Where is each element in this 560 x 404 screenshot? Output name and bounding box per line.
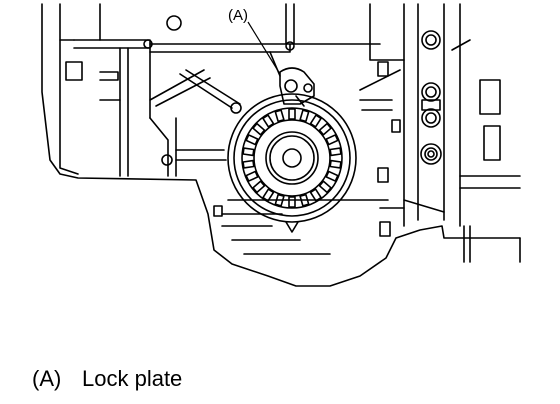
ring-notch [299,193,310,207]
ring-notch [242,159,255,169]
ring-notch [309,114,322,128]
legend-row: (A) Lock plate [32,366,182,392]
ring-notch [262,188,275,202]
ring-notch [318,180,332,194]
ring-notch [299,109,310,123]
ring-notch [325,170,339,182]
ring-notch [252,180,266,194]
ring-notch [242,147,255,157]
legend-text: Lock plate [82,366,183,391]
ring-notches [242,108,342,208]
ring-notch [309,188,322,202]
ring-notch [288,108,296,120]
ring-notch [245,134,259,146]
ring-notch [329,159,342,169]
ring-notch [329,147,342,157]
ring-notch [245,170,259,182]
ring-notch [274,193,285,207]
callout-label-a: (A) [228,7,248,24]
callout-leader [247,21,281,75]
legend-key: (A) [32,366,62,391]
ring-notch [318,122,332,136]
ring-notch [252,122,266,136]
ring-notch [288,196,296,208]
ring-notch [325,134,339,146]
ring-notch [262,114,275,128]
lock-plate [279,67,315,105]
ring-notch [274,109,285,123]
housing-outline [41,3,521,287]
